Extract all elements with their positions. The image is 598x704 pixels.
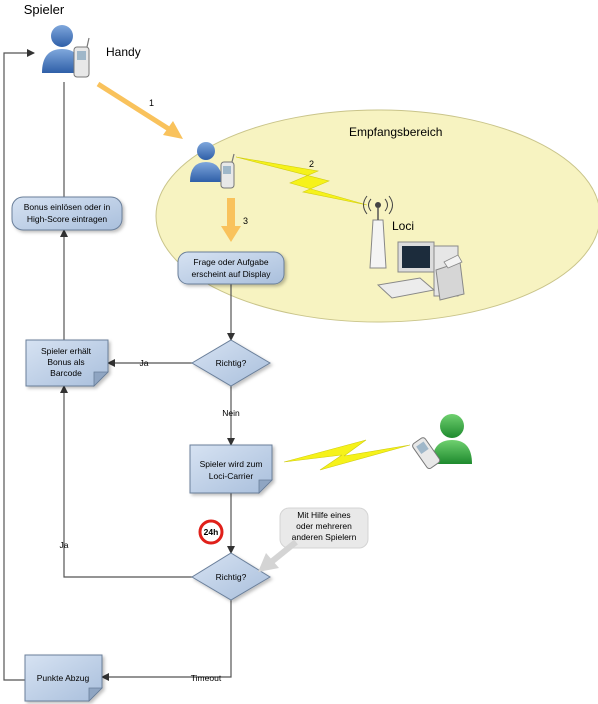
richtig-1-label: Richtig?	[216, 358, 247, 368]
step-2-label: 2	[309, 159, 314, 169]
step-3-label: 3	[243, 216, 248, 226]
step-1-label: 1	[149, 98, 154, 108]
hilfe-line-1: Mit Hilfe eines	[297, 510, 350, 520]
badge-24h-label: 24h	[204, 527, 219, 537]
erhaelt-line-3: Barcode	[50, 368, 82, 378]
abzug-box	[24, 654, 103, 702]
hilfe-arrow	[258, 539, 298, 572]
carrier-box	[189, 444, 273, 494]
nein-label: Nein	[222, 408, 240, 418]
ja-1-label: Ja	[140, 358, 149, 368]
phone-icon	[220, 153, 235, 189]
orange-arrow-3	[221, 198, 241, 242]
decision-richtig-2	[191, 552, 271, 601]
ja-2-label: Ja	[60, 540, 69, 550]
frage-line-2: erscheint auf Display	[192, 269, 272, 279]
hilfe-line-3: anderen Spielern	[292, 532, 357, 542]
loci-label: Loci	[392, 219, 414, 233]
antenna-icon	[363, 195, 393, 269]
phone-icon	[412, 437, 441, 470]
erhaelt-box	[25, 339, 109, 387]
arrow-richtig2-ja	[60, 385, 192, 578]
arrow-richtig2-timeout	[101, 600, 232, 681]
frage-box	[177, 251, 285, 285]
hilfe-line-2: oder mehreren	[296, 521, 352, 531]
abzug-label: Punkte Abzug	[37, 673, 90, 683]
bonus-box	[11, 196, 123, 231]
erhaelt-line-2: Bonus als	[47, 357, 84, 367]
handy-label: Handy	[106, 45, 141, 59]
lightning-bolt-2	[235, 156, 368, 206]
frage-line-1: Frage oder Aufgabe	[193, 257, 268, 267]
hilfe-callout	[279, 507, 369, 549]
bonus-line-2: High-Score eintragen	[27, 214, 108, 224]
lightning-bolt-carrier	[283, 439, 411, 471]
helper-player-icon	[412, 414, 472, 470]
carrier-line-2: Loci-Carrier	[209, 471, 254, 481]
computer-icon	[376, 241, 465, 301]
orange-arrow-1	[96, 81, 183, 139]
empfangsbereich-area	[155, 109, 598, 323]
decision-richtig-1	[191, 339, 271, 387]
player-icon-reception	[190, 142, 235, 189]
badge-24h	[198, 519, 224, 545]
spieler-label: Spieler	[24, 2, 65, 17]
carrier-line-1: Spieler wird zum	[200, 459, 263, 469]
erhaelt-line-1: Spieler erhält	[41, 346, 92, 356]
player-icon-top	[42, 25, 90, 78]
timeout-label: Timeout	[191, 673, 222, 683]
empfangsbereich-label: Empfangsbereich	[349, 125, 442, 139]
outer-loop-line	[3, 49, 35, 681]
phone-icon	[73, 37, 90, 78]
bonus-line-1: Bonus einlösen oder in	[24, 202, 111, 212]
richtig-2-label: Richtig?	[216, 572, 247, 582]
